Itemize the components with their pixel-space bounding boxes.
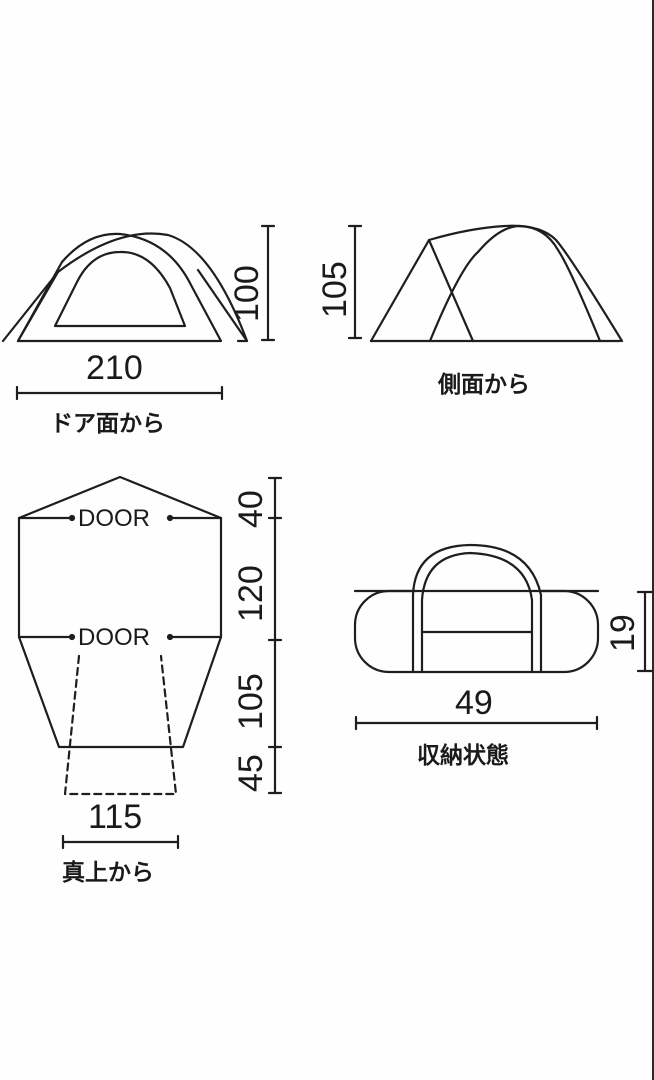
door-label-rear: DOOR xyxy=(76,624,152,651)
top-view xyxy=(17,475,283,850)
stored-caption: 収納状態 xyxy=(417,743,509,769)
door-face-height: 100 xyxy=(228,265,266,322)
door-face-width: 210 xyxy=(86,349,143,387)
top-dim-120: 120 xyxy=(232,565,270,622)
side-height: 105 xyxy=(316,261,354,318)
door-face-caption: ドア面から xyxy=(50,411,165,437)
stored-bag-view xyxy=(353,543,654,731)
stored-height: 19 xyxy=(604,614,642,652)
top-width: 115 xyxy=(88,798,143,836)
door-label-front: DOOR xyxy=(76,505,152,532)
side-view xyxy=(347,224,624,343)
top-dim-45: 45 xyxy=(232,754,270,792)
top-caption: 真上から xyxy=(62,860,154,886)
side-caption: 側面から xyxy=(438,372,530,398)
stored-width: 49 xyxy=(455,684,493,722)
door-face-view xyxy=(1,224,276,401)
right-border xyxy=(652,0,654,1080)
top-dim-105: 105 xyxy=(232,673,270,730)
top-dim-40: 40 xyxy=(232,490,270,528)
